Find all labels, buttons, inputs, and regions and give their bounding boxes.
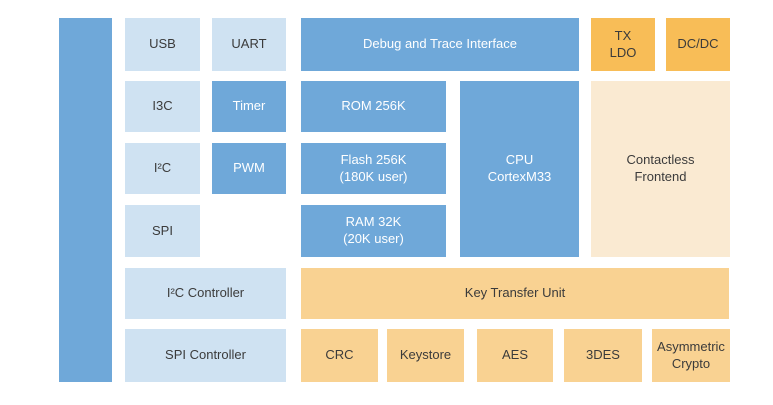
crc-block: CRC (301, 329, 378, 382)
cpu-cortexm33-block: CPU CortexM33 (460, 81, 579, 257)
asymmetric-crypto-block: Asymmetric Crypto (652, 329, 730, 382)
debug-trace-interface-block: Debug and Trace Interface (301, 18, 579, 71)
usb-block: USB (125, 18, 200, 71)
system-bus-bar (59, 18, 112, 382)
timer-block: Timer (212, 81, 286, 132)
flash-block: Flash 256K (180K user) (301, 143, 446, 194)
keystore-block: Keystore (387, 329, 464, 382)
aes-block: AES (477, 329, 553, 382)
contactless-frontend-block: Contactless Frontend (591, 81, 730, 257)
tx-ldo-block: TX LDO (591, 18, 655, 71)
ram-block: RAM 32K (20K user) (301, 205, 446, 257)
spi-block: SPI (125, 205, 200, 257)
key-transfer-unit-block: Key Transfer Unit (301, 268, 729, 319)
i3c-block: I3C (125, 81, 200, 132)
i2c-controller-block: I²C Controller (125, 268, 286, 319)
triple-des-block: 3DES (564, 329, 642, 382)
pwm-block: PWM (212, 143, 286, 194)
rom-block: ROM 256K (301, 81, 446, 132)
uart-block: UART (212, 18, 286, 71)
dcdc-block: DC/DC (666, 18, 730, 71)
i2c-block: I²C (125, 143, 200, 194)
spi-controller-block: SPI Controller (125, 329, 286, 382)
